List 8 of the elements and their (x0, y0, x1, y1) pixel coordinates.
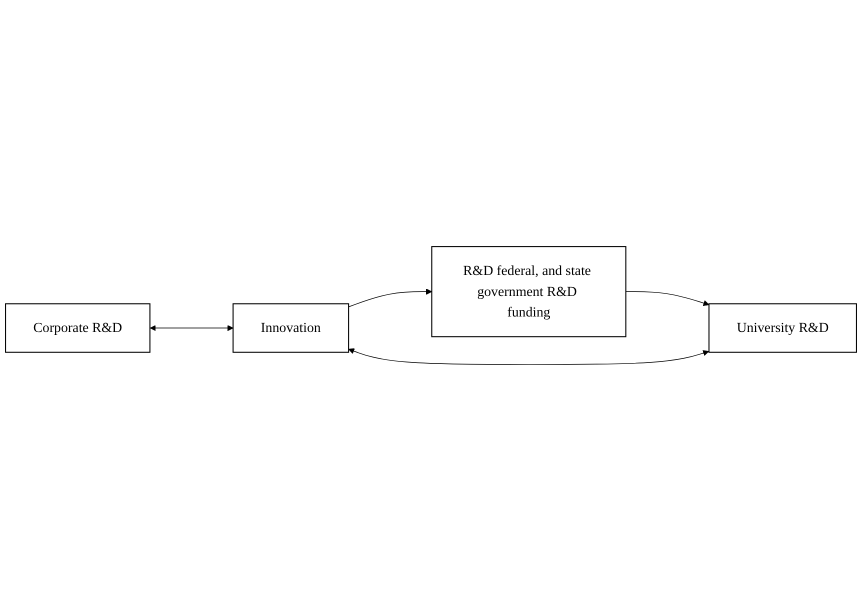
node-box: Innovation (232, 303, 350, 353)
arrow (625, 291, 710, 306)
node-box: Corporate R&D (5, 303, 150, 353)
arrow (150, 324, 234, 332)
node-box: R&D federal, and state government R&D funding (431, 246, 626, 338)
arrow (348, 348, 709, 365)
arrow (348, 288, 432, 308)
node-box: University R&D (708, 303, 857, 353)
